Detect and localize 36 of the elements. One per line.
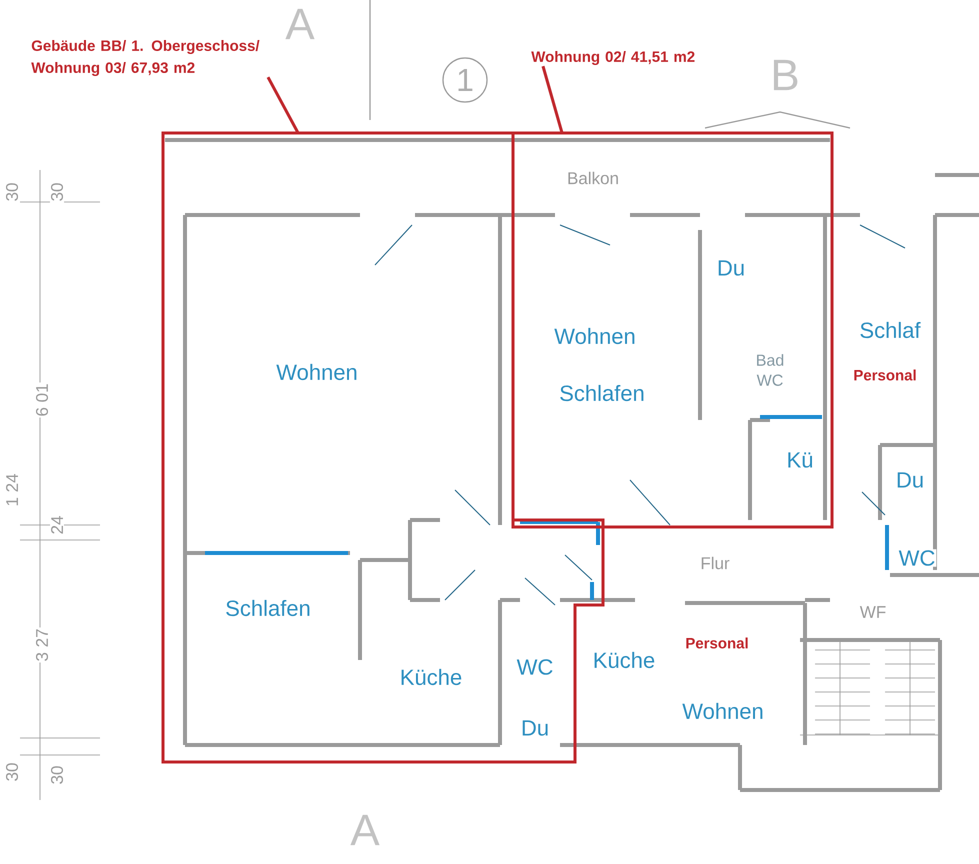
axis-number: 1 [455,68,475,92]
room-label: WC [516,658,554,676]
room-label: WF [858,605,888,619]
room-label: Küche [592,650,656,670]
room-label: Schlaf [858,320,922,340]
room-label: Schlafen [224,598,312,618]
leader-line [266,76,300,134]
section-letter: A [284,8,316,40]
room-label: Kü [786,451,814,469]
dimension-text: 30 [50,764,64,786]
room-label: Küche [398,668,464,686]
room-label: Flur [699,556,731,570]
dimension-text: 30 [50,182,64,202]
room-label: Bad WC [749,353,791,387]
room-label: Wohnen [275,362,359,382]
callout-text: Gebäude BB/ 1. Obergeschoss/ Wohnung 03/ 67,93 m2 [31,40,260,76]
room-label: WC [898,549,936,567]
leader-line [542,66,564,134]
note-text: Personal [684,636,750,650]
room-label: Du [894,471,926,489]
dimension-text: 6 01 [34,382,50,418]
dimension-text: 30 [4,762,20,782]
dimension-text: 24 [50,514,64,536]
room-label: Balkon [566,170,620,186]
room-label: Schlafen [558,384,646,402]
dimension-text: 1 24 [5,472,19,508]
dimension-text: 3 27 [34,627,50,663]
room-label: Du [520,719,550,737]
section-letter: B [769,58,801,92]
room-label: Wohnen [681,702,765,720]
room-label: Du [716,259,746,277]
section-letter: A [349,814,381,846]
room-label: Wohnen [553,326,637,346]
note-text: Personal [852,368,918,382]
dimension-text: 30 [4,182,20,202]
callout-text: Wohnung 02/ 41,51 m2 [531,50,695,66]
